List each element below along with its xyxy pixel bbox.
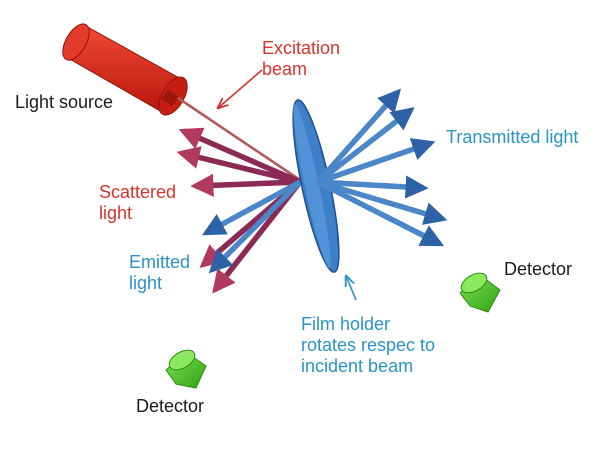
film-holder-pointer-arrow [346, 276, 357, 301]
emitted-light-arrows [201, 179, 302, 274]
light-source-label: Light source [15, 92, 114, 112]
detector-right-icon [459, 272, 501, 313]
transmitted-light-label: Transmitted light [446, 127, 579, 147]
detector-left-icon [165, 349, 207, 389]
detector-left-label: Detector [136, 396, 205, 416]
light-source-icon [62, 23, 188, 116]
scattered-light-label: Scattered light [99, 182, 177, 223]
excitation-beam-line [177, 96, 301, 182]
excitation-beam-label: Excitation beam [262, 38, 341, 79]
transmitted-light-arrows [315, 88, 448, 247]
excitation-pointer-arrow [218, 69, 263, 108]
film-holder-label: Film holder rotates respec to incident b… [301, 314, 436, 376]
detector-right-label: Detector [504, 259, 573, 279]
scattered-light-arrows [176, 127, 303, 294]
emitted-light-label: Emitted light [129, 252, 191, 293]
